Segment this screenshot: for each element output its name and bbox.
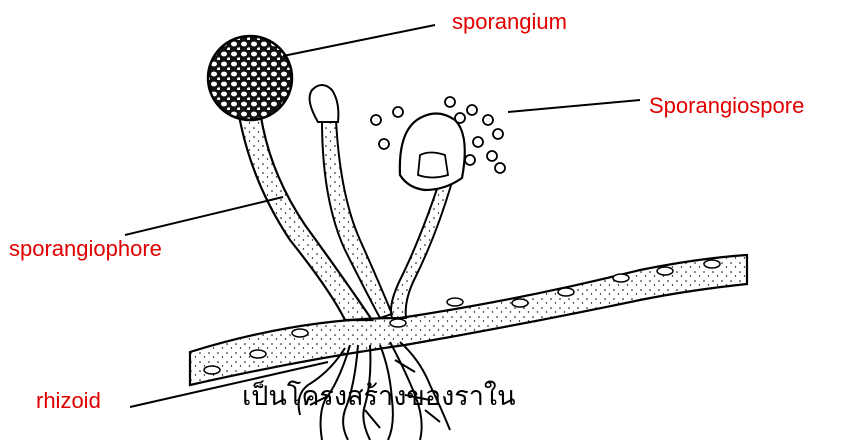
label-rhizoid: rhizoid	[36, 390, 101, 412]
stolon-hypha	[190, 255, 747, 385]
sporangiophore-stalk	[238, 110, 372, 320]
sporangium-leader	[283, 25, 435, 56]
sporangiophore-leader	[125, 197, 283, 235]
label-sporangiophore: sporangiophore	[9, 238, 162, 260]
caption-text: เป็นโครงสร้างของราใน	[242, 383, 516, 410]
ruptured-sporangium	[391, 113, 465, 318]
sporangium-head	[208, 36, 292, 120]
sporangiospore-leader	[508, 100, 640, 112]
label-sporangium: sporangium	[452, 11, 567, 33]
label-sporangiospore: Sporangiospore	[649, 95, 804, 117]
